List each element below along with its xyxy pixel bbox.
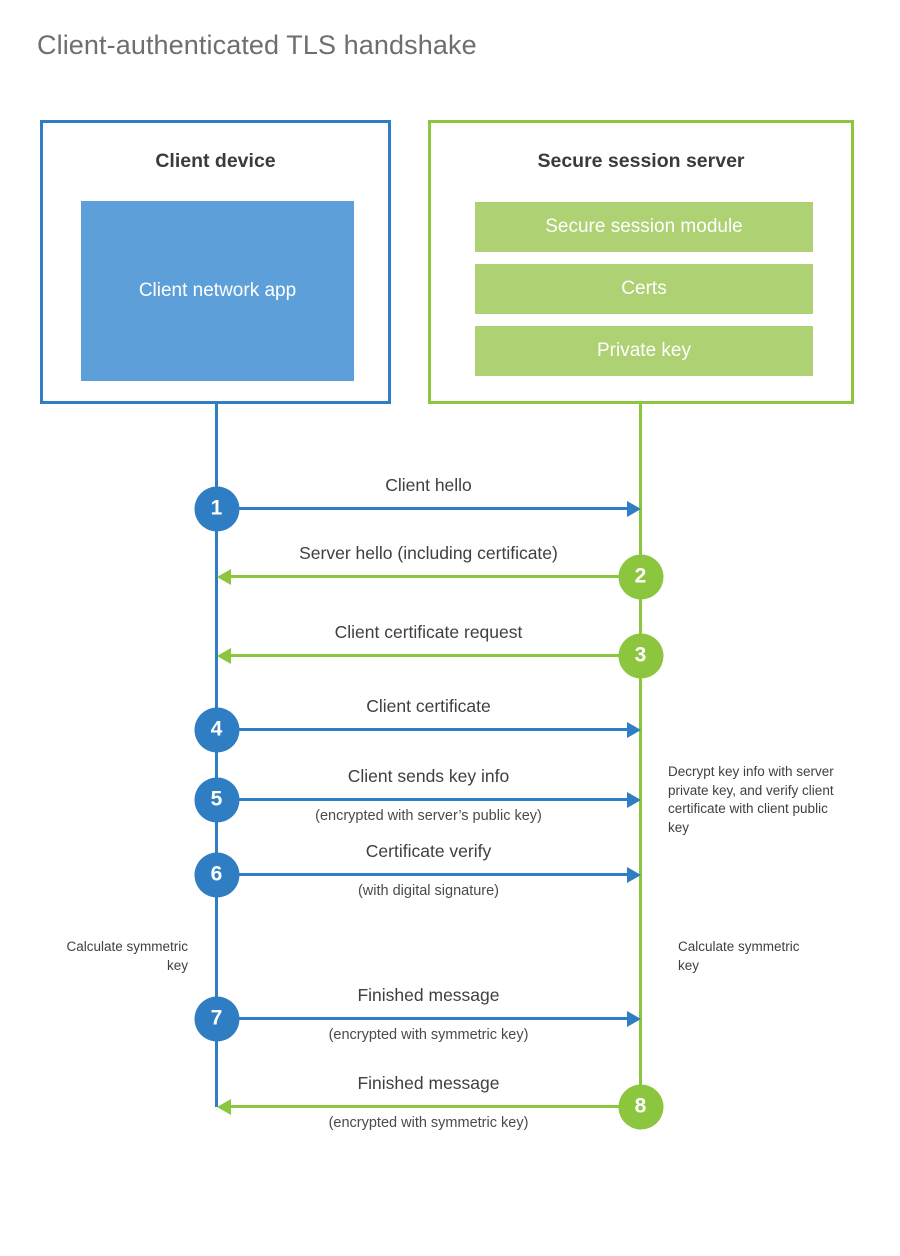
step-circle-3[interactable]: 3 [618,633,663,678]
arrow-line [216,728,629,731]
message-label: Client certificate request [334,622,523,642]
message-label: Server hello (including certificate) [299,543,558,563]
step-circle-8[interactable]: 8 [618,1084,663,1129]
client-lifeline [215,404,218,1107]
arrow-head-icon [216,647,231,664]
arrow-line [228,1105,641,1108]
client-network-app-label: Client network app [138,280,297,302]
page-title: Client-authenticated TLS handshake [37,30,477,60]
message-label: Client certificate [366,696,491,716]
server-component-label: Private key [597,340,691,361]
message-label: Client hello [385,475,472,495]
message-label: Client sends key info [347,766,510,786]
message-label: Finished message [357,1073,500,1093]
server-component-label: Secure session module [545,216,743,237]
arrow-line [228,575,641,578]
arrow-head-icon [626,500,641,517]
client-calculate-symmetric-key-note: Calculate symmetric key [66,939,188,973]
server-component-secure-session-module: Secure session module [475,202,813,252]
server-lifeline [639,404,642,1106]
arrow-head-icon [626,721,641,738]
arrow-line [228,654,641,657]
server-component-private-key: Private key [475,326,813,376]
message-sublabel: (with digital signature) [357,883,500,899]
arrow-head-icon [216,568,231,585]
server-decrypt-note: Decrypt key info with server private key… [668,764,834,835]
message-sublabel: (encrypted with server’s public key) [315,808,542,824]
server-calculate-symmetric-key-note: Calculate symmetric key [678,939,800,973]
step-circle-4[interactable]: 4 [194,707,239,752]
server-component-certs: Certs [475,264,813,314]
arrow-line [216,798,629,801]
arrow-head-icon [626,866,641,883]
step-circle-2[interactable]: 2 [618,554,663,599]
step-circle-1[interactable]: 1 [194,486,239,531]
client-device-box: Client device Client network app [40,120,391,404]
client-network-app-box: Client network app [81,201,354,381]
message-sublabel: (encrypted with symmetric key) [328,1115,529,1131]
step-circle-5[interactable]: 5 [194,777,239,822]
arrow-head-icon [216,1098,231,1115]
secure-session-server-box: Secure session server Secure session mod… [428,120,854,404]
message-label: Finished message [357,985,500,1005]
arrow-line [216,873,629,876]
message-label: Certificate verify [365,841,492,861]
arrow-head-icon [626,791,641,808]
client-device-title: Client device [155,150,276,172]
message-sublabel: (encrypted with symmetric key) [328,1027,529,1043]
secure-session-server-title: Secure session server [537,150,745,172]
server-component-label: Certs [621,278,667,299]
arrow-head-icon [626,1010,641,1027]
step-circle-6[interactable]: 6 [194,852,239,897]
arrow-line [216,507,629,510]
arrow-line [216,1017,629,1020]
step-circle-7[interactable]: 7 [194,996,239,1041]
